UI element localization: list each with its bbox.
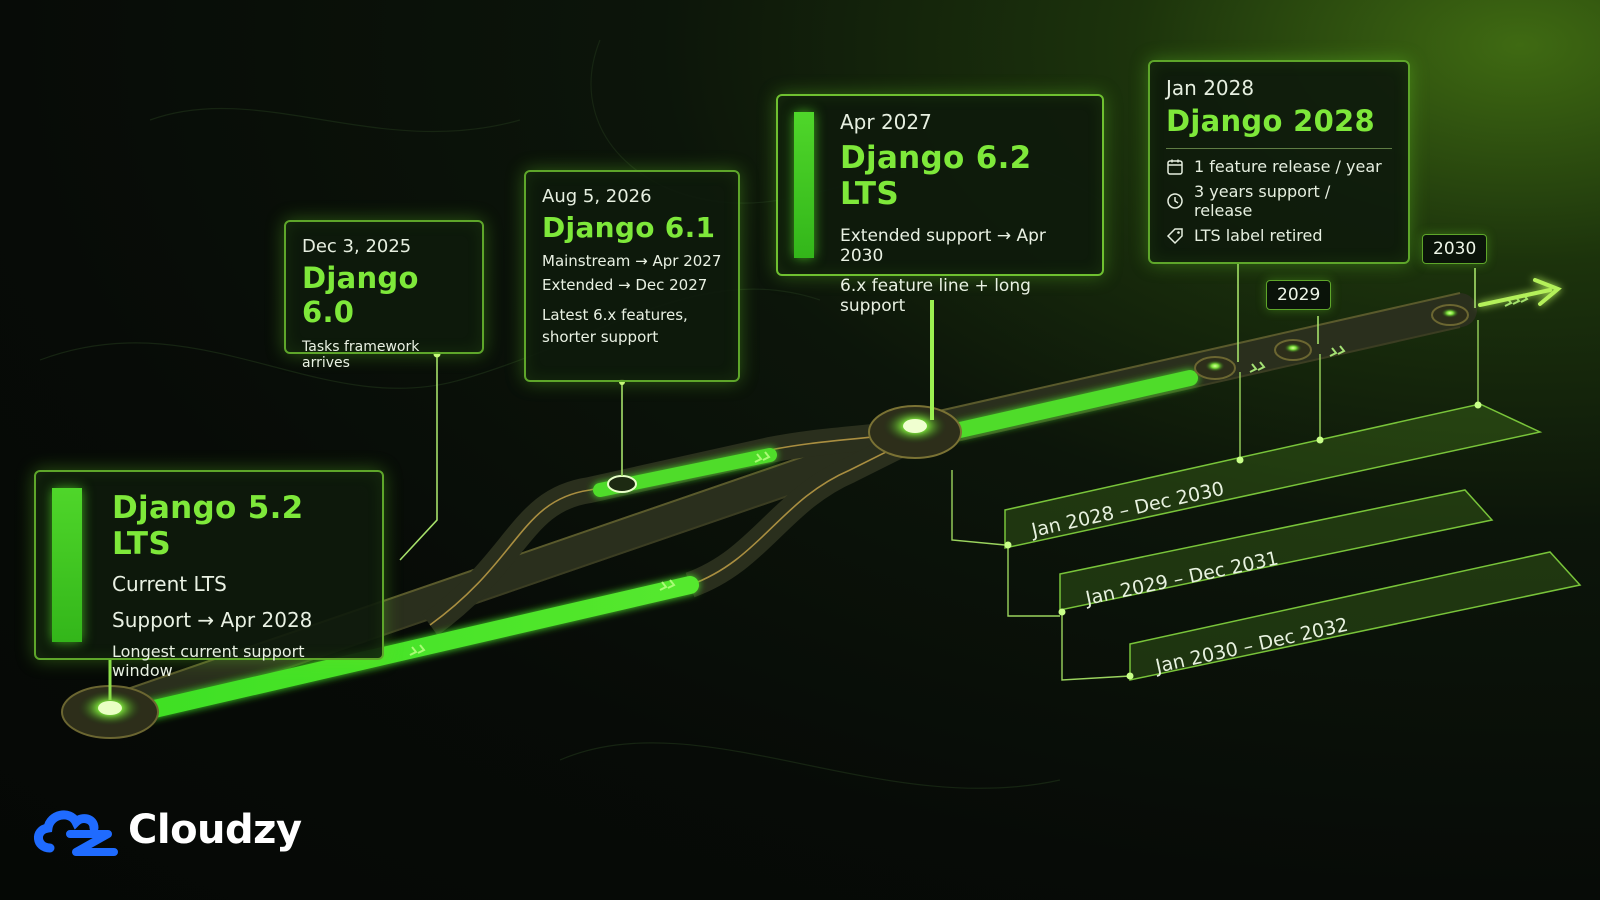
tag-icon bbox=[1166, 227, 1183, 244]
card-django2028: Jan 2028 Django 2028 1 feature release /… bbox=[1148, 60, 1410, 264]
card-support: Support → Apr 2028 bbox=[112, 608, 313, 632]
calendar-icon bbox=[1167, 159, 1183, 175]
card-mainstream: Mainstream → Apr 2027 bbox=[542, 252, 722, 270]
card-django52: Django 5.2 LTS Current LTS Support → Apr… bbox=[34, 470, 384, 680]
card-connectors bbox=[108, 262, 1476, 700]
card-date: Apr 2027 bbox=[840, 110, 932, 134]
feature-text: 1 feature release / year bbox=[1194, 157, 1382, 176]
cloudzy-logo-icon bbox=[34, 810, 118, 856]
card-support: Extended support → Apr 2030 bbox=[840, 226, 1046, 266]
card-extended: Extended → Dec 2027 bbox=[542, 276, 708, 294]
card-note-line2: shorter support bbox=[542, 328, 659, 346]
card-accent-bar bbox=[794, 112, 814, 258]
clock-icon bbox=[1167, 193, 1183, 209]
node-django2028 bbox=[1194, 356, 1236, 380]
card-subtitle: Current LTS bbox=[112, 572, 227, 596]
card-title: Django 2028 bbox=[1166, 104, 1376, 138]
feature-row-release: 1 feature release / year bbox=[1166, 157, 1392, 176]
year-marker-2029: 2029 bbox=[1266, 280, 1332, 310]
node-django61 bbox=[607, 475, 637, 493]
feature-row-support: 3 years support / release bbox=[1166, 182, 1392, 220]
card-django61: Aug 5, 2026 Django 6.1 Mainstream → Apr … bbox=[524, 170, 740, 382]
card-accent-bar bbox=[52, 488, 82, 642]
card-title: Django 6.2 LTS bbox=[840, 140, 1032, 212]
brand-logo: Cloudzy bbox=[30, 800, 302, 860]
card-divider bbox=[1166, 148, 1392, 149]
card-note: 6.x feature line + long support bbox=[840, 276, 1031, 316]
node-2030 bbox=[1431, 304, 1469, 326]
card-title: Django 5.2 LTS bbox=[112, 490, 304, 562]
year-marker-2030: 2030 bbox=[1422, 234, 1488, 264]
support-periods bbox=[951, 320, 1582, 681]
brand-name: Cloudzy bbox=[128, 807, 302, 853]
card-note: Longest current support window bbox=[112, 642, 305, 680]
card-date: Jan 2028 bbox=[1166, 76, 1255, 100]
feature-row-lts: LTS label retired bbox=[1166, 226, 1392, 245]
card-note: Tasks framework arrives bbox=[302, 339, 420, 371]
branch-track bbox=[422, 417, 936, 636]
card-title: Django 6.1 bbox=[542, 211, 716, 244]
track-chevrons bbox=[409, 293, 1529, 656]
card-date: Dec 3, 2025 bbox=[302, 236, 412, 257]
node-2029 bbox=[1274, 339, 1312, 361]
timeline-end-arrow bbox=[1478, 278, 1562, 307]
card-django62: Apr 2027 Django 6.2 LTS Extended support… bbox=[776, 94, 1104, 316]
card-date: Aug 5, 2026 bbox=[542, 186, 652, 207]
card-django60: Dec 3, 2025 Django 6.0 Tasks framework a… bbox=[284, 220, 484, 371]
node-django62 bbox=[868, 405, 962, 459]
card-note-line1: Latest 6.x features, bbox=[542, 306, 688, 324]
feature-text: LTS label retired bbox=[1194, 226, 1323, 245]
feature-text: 3 years support / release bbox=[1194, 182, 1331, 220]
card-title: Django 6.0 bbox=[302, 261, 419, 329]
node-django52 bbox=[61, 685, 159, 739]
